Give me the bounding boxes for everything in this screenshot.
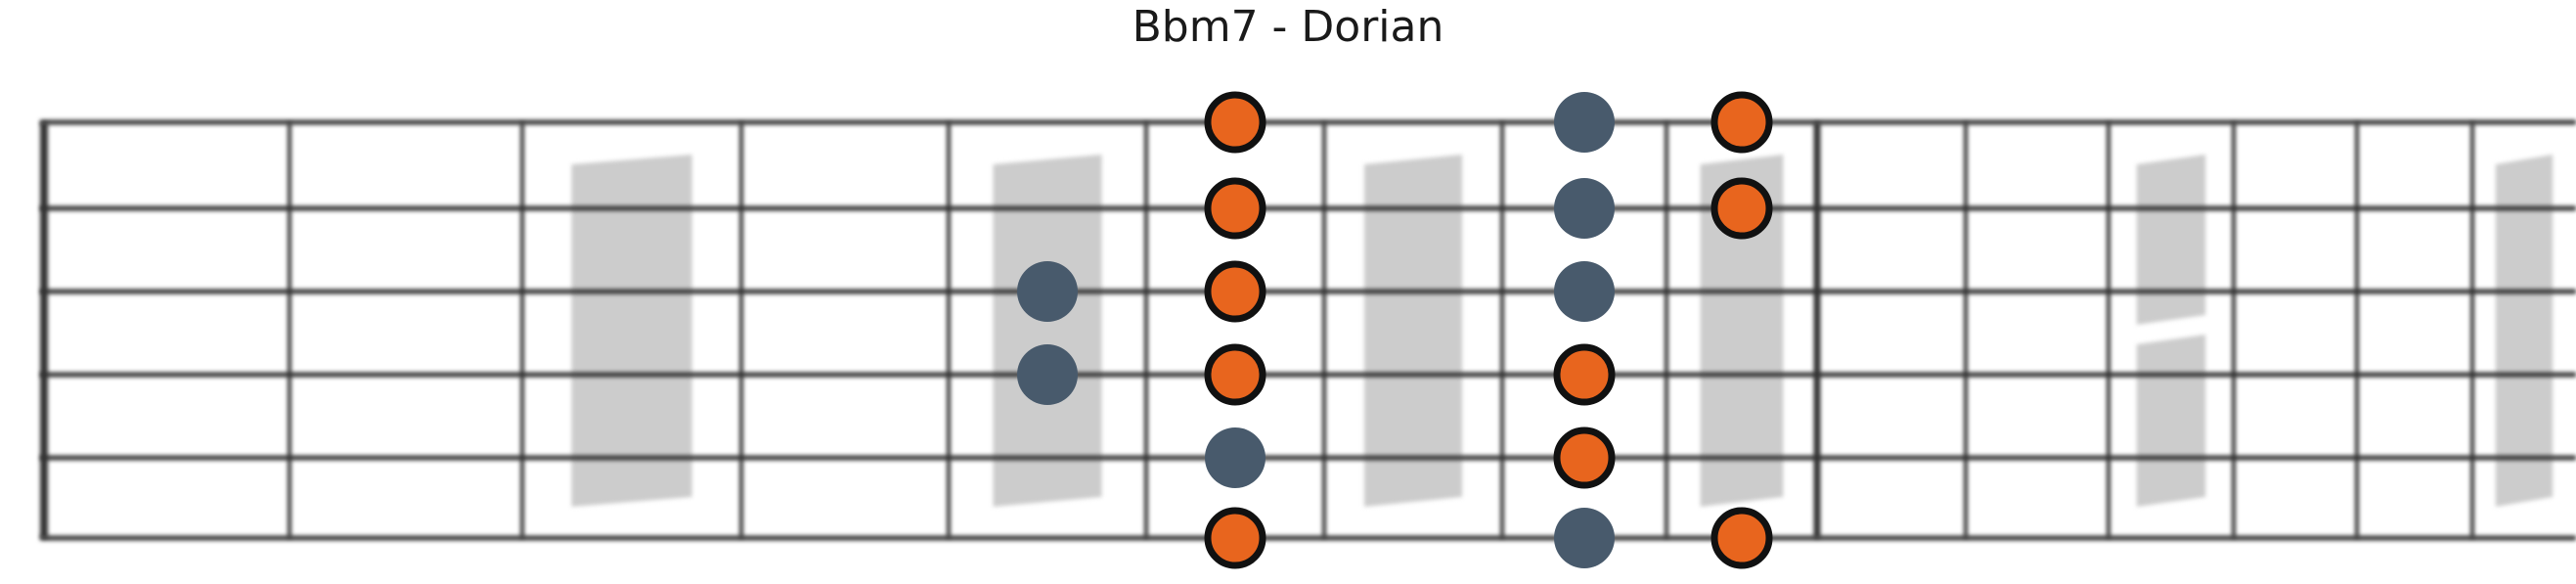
root-note-dot	[1204, 91, 1266, 154]
root-note-dot	[1710, 91, 1773, 154]
fret-inlay	[1363, 155, 1463, 507]
root-note-dot	[1204, 260, 1266, 323]
fret-inlay	[1700, 155, 1784, 507]
fret-inlay-upper	[2136, 155, 2206, 325]
fret-inlay	[2495, 155, 2554, 507]
diagram-title: Bbm7 - Dorian	[1132, 2, 1444, 52]
scale-note-dot	[1017, 344, 1078, 405]
fret-inlay	[993, 155, 1102, 507]
root-note-dot	[1710, 177, 1773, 240]
root-note-dot	[1204, 177, 1266, 240]
fret-inlays	[571, 155, 2554, 507]
scale-note-dot	[1554, 92, 1615, 153]
root-note-dot	[1553, 343, 1616, 406]
fret-inlay-lower	[2136, 335, 2206, 507]
scale-notes	[1017, 91, 1773, 569]
fret-inlay	[571, 155, 692, 507]
fret-wires	[40, 122, 2474, 538]
scale-note-dot	[1554, 178, 1615, 239]
scale-note-dot	[1554, 508, 1615, 568]
root-note-dot	[1553, 427, 1616, 489]
scale-note-dot	[1554, 261, 1615, 322]
guitar-strings	[40, 119, 2576, 541]
root-note-dot	[1204, 507, 1266, 569]
scale-note-dot	[1205, 427, 1266, 488]
scale-note-dot	[1017, 261, 1078, 322]
root-note-dot	[1204, 343, 1266, 406]
root-note-dot	[1710, 507, 1773, 569]
